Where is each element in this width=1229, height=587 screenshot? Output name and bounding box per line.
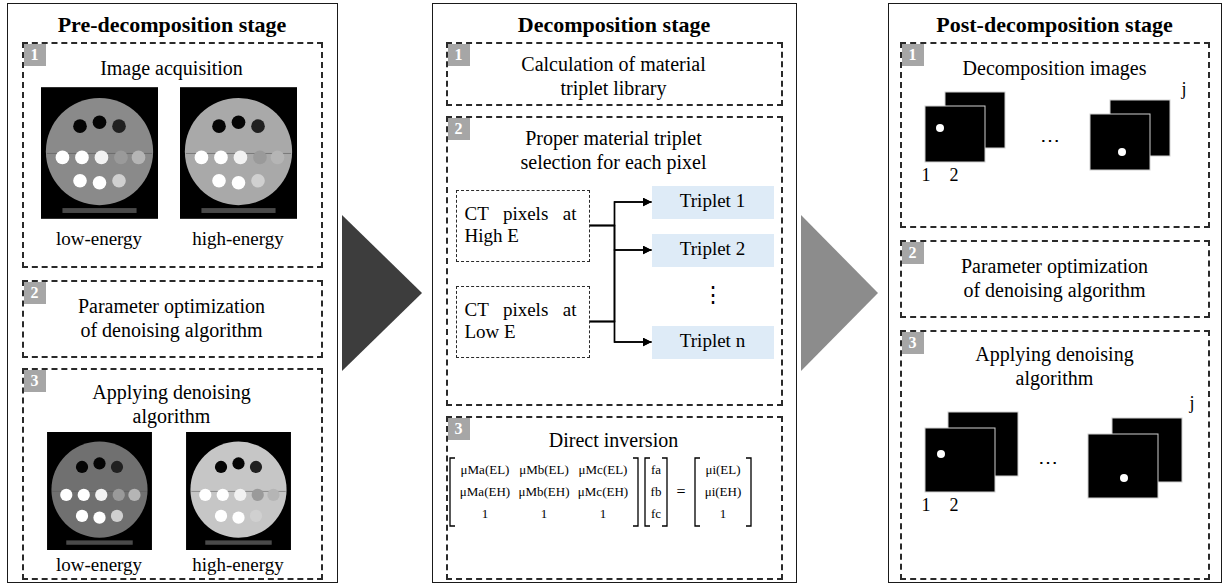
stage-arrow [801, 215, 878, 371]
material-dot [1118, 148, 1126, 156]
image-index: 1 [896, 495, 956, 517]
image-caption: low-energy [32, 554, 167, 577]
ellipsis: ⋯ [1020, 128, 1080, 152]
decomposition-image [925, 106, 985, 162]
vector-entry: μi(EL) [693, 462, 753, 478]
matrix-entry: 1 [455, 506, 515, 522]
matrix-entry: μMb(EH) [514, 484, 574, 500]
matrix-bracket [645, 458, 650, 526]
step-box: 1 Calculation of material triplet library [446, 42, 783, 106]
material-dot [936, 124, 944, 132]
step-title: Applying denoising algorithm [73, 380, 271, 428]
matrix-bracket [695, 458, 700, 526]
matrix-entry: 1 [514, 506, 574, 522]
panel-title: Decomposition stage [433, 12, 795, 38]
selection-arrow [590, 202, 652, 322]
image-index: 2 [924, 495, 984, 517]
matrix-entry: μMa(EH) [455, 484, 515, 500]
selection-arrow [590, 226, 652, 251]
box-label: Triplet n [652, 326, 774, 356]
image-caption: high-energy [171, 554, 306, 577]
step-title: Proper material triplet selection for ea… [515, 126, 713, 174]
box-label: Triplet 2 [652, 234, 774, 264]
step-title: Direct inversion [515, 428, 713, 452]
matrix-bracket [662, 458, 667, 526]
ct-phantom-image [41, 87, 158, 219]
selection-arrow [590, 226, 652, 343]
step-title: Applying denoising algorithm [956, 342, 1154, 390]
stage-arrow [342, 215, 422, 371]
decomposition-image [1090, 114, 1150, 170]
material-dot [1120, 474, 1128, 482]
selection-arrow [590, 322, 652, 343]
matrix-entry: 1 [573, 506, 633, 522]
step-title: Image acquisition [73, 56, 271, 80]
panel-title: Post-decomposition stage [889, 12, 1220, 38]
step-box: 1Image acquisition low-energyhigh-energy [22, 42, 323, 268]
step-box: 2Parameter optimization of denoising alg… [900, 240, 1210, 318]
vector-entry: 1 [693, 506, 753, 522]
step-number: 1 [448, 44, 470, 66]
vertical-ellipsis: ⋮ [683, 282, 743, 308]
step-number: 3 [448, 418, 470, 440]
step-box: 3 Applying denoising algorithm low-energyh… [22, 368, 323, 580]
triplet-box: Triplet 1 [652, 186, 774, 219]
step-number: 3 [902, 332, 924, 354]
step-number: 3 [24, 370, 46, 392]
ellipsis: ⋯ [1018, 450, 1078, 474]
matrix-bracket [746, 458, 751, 526]
image-caption: low-energy [32, 228, 167, 251]
step-box: 2 Proper material triplet selection for e… [446, 116, 783, 406]
box-label: Triplet 1 [652, 186, 774, 216]
denoised-image [925, 412, 1182, 498]
denoised-image [1088, 434, 1158, 498]
image-index: j [1162, 393, 1222, 415]
ct-phantom-image [186, 432, 291, 550]
step-number: 1 [902, 44, 924, 66]
step-box: 2Parameter optimization of denoising alg… [22, 280, 323, 358]
matrix-entry: μMc(EH) [573, 484, 633, 500]
step-number: 2 [902, 242, 924, 264]
pixel-input-box: CT pixels at High E [456, 190, 590, 262]
material-dot [937, 450, 945, 458]
step-number: 1 [24, 44, 46, 66]
denoised-image [925, 428, 995, 492]
step-title: Parameter optimization of denoising algo… [73, 294, 271, 342]
matrix-entry: μMc(EL) [573, 462, 633, 478]
step-title: Calculation of material triplet library [515, 52, 713, 100]
image-index: 1 [896, 165, 956, 187]
equals-sign: = [651, 482, 711, 501]
image-index: 2 [924, 165, 984, 187]
step-title: Parameter optimization of denoising algo… [956, 254, 1154, 302]
image-caption: high-energy [171, 228, 306, 251]
vector-entry: fa [626, 462, 686, 478]
selection-arrow [590, 202, 652, 226]
panel-title: Pre-decomposition stage [8, 12, 336, 38]
triplet-box: Triplet n [652, 326, 774, 359]
vector-entry: fc [626, 506, 686, 522]
pixel-input-box: CT pixels at Low E [456, 286, 590, 358]
stage-panel: Post-decomposition stage1Decomposition i… [888, 3, 1222, 583]
matrix-entry: μMa(EL) [455, 462, 515, 478]
vector-entry: μi(EH) [693, 484, 753, 500]
ct-phantom-image [180, 87, 297, 219]
box-label: CT pixels at High E [465, 203, 577, 247]
box-label: CT pixels at Low E [465, 299, 577, 343]
step-title: Decomposition images [956, 56, 1154, 80]
step-number: 2 [24, 282, 46, 304]
image-index: j [1154, 79, 1214, 101]
decomposition-image [925, 92, 1170, 170]
matrix-bracket [633, 458, 638, 526]
ct-phantom-image [47, 432, 152, 550]
selection-arrow [590, 250, 652, 322]
stage-panel: Pre-decomposition stage 1Image acquisitio… [7, 3, 338, 583]
matrix-entry: μMb(EL) [514, 462, 574, 478]
step-number: 2 [448, 118, 470, 140]
matrix-bracket [450, 458, 455, 526]
triplet-box: Triplet 2 [652, 234, 774, 267]
